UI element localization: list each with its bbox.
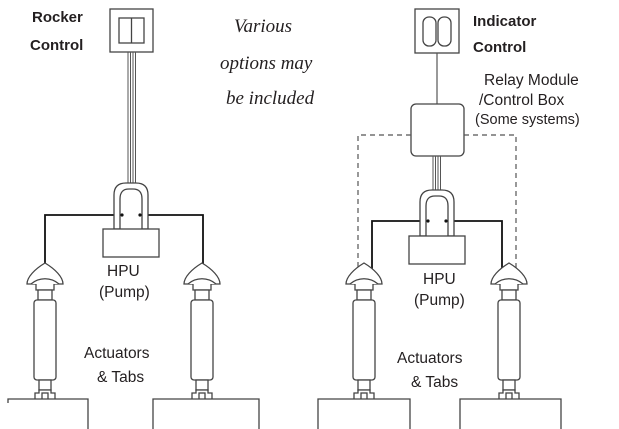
right-hydraulic-line-a [371, 220, 428, 272]
relay-module-box [410, 103, 465, 157]
right-tab-plate [152, 398, 260, 429]
right-actuator-icon [183, 262, 221, 404]
relay-label-line1: Relay Module [484, 72, 579, 89]
left-hydraulic-line-b [140, 214, 204, 272]
dashed-sensor-wire-right [464, 134, 517, 270]
relay-harness [432, 156, 441, 190]
right-system: Indicator Control Relay Module /Control … [317, 8, 580, 429]
rocker-switch-icon [109, 8, 154, 53]
hpu-label-line2: (Pump) [99, 284, 150, 301]
rocker-control-label-line1: Rocker [32, 9, 83, 26]
actuators-label-line2: & Tabs [411, 374, 458, 391]
dashed-sensor-wire-left [357, 134, 411, 270]
right-tab-plate [459, 398, 562, 429]
indicator-control-label-line1: Indicator [473, 13, 537, 30]
hpu-label-line1: HPU [423, 271, 456, 288]
right-hydraulic-line-b [446, 220, 503, 272]
actuators-label-line1: Actuators [397, 350, 463, 367]
relay-label-line3: (Some systems) [475, 112, 580, 128]
options-note: Various options may be included [220, 16, 315, 109]
rocker-control-label-line2: Control [30, 37, 83, 54]
left-system: Rocker Control HPU (Pump) Actuator [7, 8, 260, 429]
actuators-label-line2: & Tabs [97, 369, 144, 386]
right-actuator-icon [490, 262, 528, 404]
note-line1: Various [234, 16, 292, 37]
hpu-label-line2: (Pump) [414, 292, 465, 309]
relay-label-line2: /Control Box [479, 92, 565, 109]
hpu-pump-icon [102, 182, 160, 258]
control-harness [127, 52, 136, 183]
note-line3: be included [226, 88, 315, 109]
left-tab-plate [7, 398, 89, 429]
left-actuator-icon [345, 262, 383, 404]
actuators-label-line1: Actuators [84, 345, 150, 362]
hpu-label-line1: HPU [107, 263, 140, 280]
indicator-switch-icon [414, 8, 460, 54]
left-hydraulic-line-a [44, 214, 122, 272]
left-actuator-icon [26, 262, 64, 404]
hpu-pump-icon [408, 189, 466, 265]
left-tab-plate [317, 398, 411, 429]
indicator-control-label-line2: Control [473, 39, 526, 56]
note-line2: options may [220, 53, 313, 74]
